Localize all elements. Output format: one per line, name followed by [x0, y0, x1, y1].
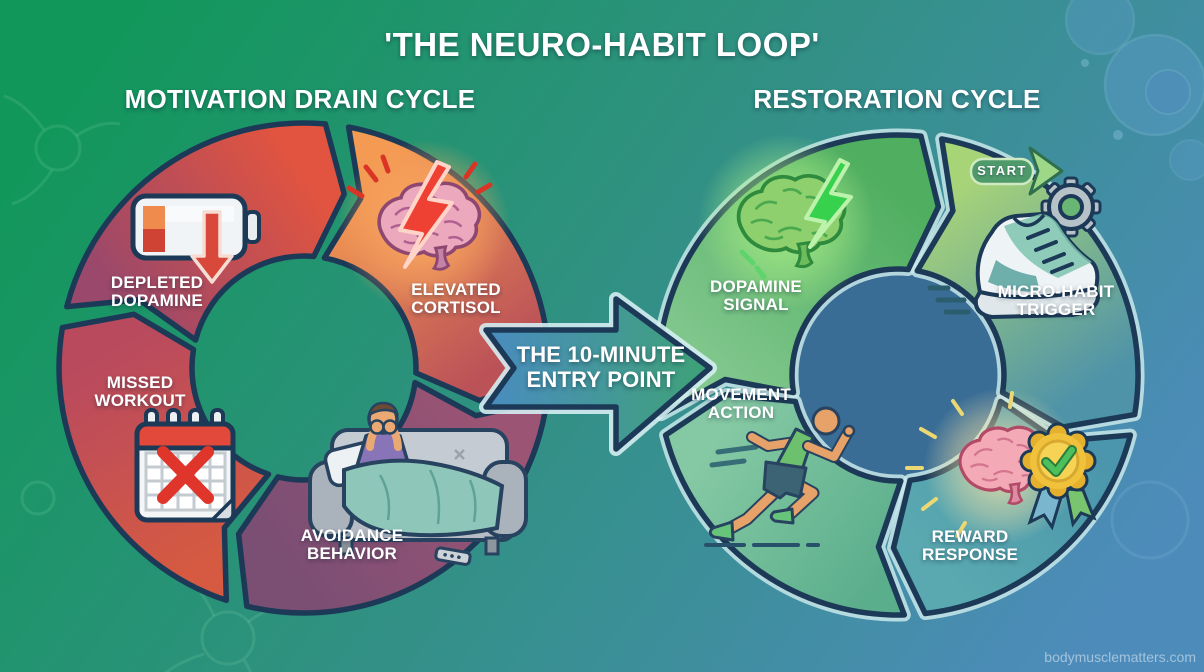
- couch-avoidance-icon: [308, 401, 528, 566]
- sneaker-gear-icon: [927, 146, 1102, 320]
- gear-icon: [1040, 176, 1102, 238]
- label-line: ELEVATED: [411, 280, 501, 299]
- watermark: bodymusclematters.com: [1044, 649, 1196, 665]
- label-line: DEPLETED: [110, 273, 204, 292]
- label-line: REWARD: [931, 527, 1009, 546]
- entry-point-label: THE 10-MINUTE ENTRY POINT: [517, 342, 686, 392]
- start-banner-label: START: [977, 163, 1027, 178]
- restoration-cycle-heading: RESTORATION CYCLE: [753, 84, 1041, 114]
- label-line: SIGNAL: [723, 295, 789, 314]
- label-line: MOVEMENT: [691, 385, 791, 404]
- entry-point-line: THE 10-MINUTE: [516, 342, 686, 367]
- label-line: TRIGGER: [1016, 300, 1096, 319]
- low-battery-icon: [130, 193, 261, 284]
- stressed-brain-icon: [338, 140, 510, 312]
- runner-icon: [704, 406, 856, 547]
- reward-medal-brain-icon: [905, 388, 1097, 544]
- page-title: 'THE NEURO-HABIT LOOP': [384, 26, 820, 63]
- entry-point-line: ENTRY POINT: [526, 367, 676, 392]
- label-missed-workout: MISSED WORKOUT: [94, 374, 185, 410]
- label-line: CORTISOL: [411, 298, 501, 317]
- label-movement-action: MOVEMENT ACTION: [691, 386, 791, 422]
- label-dopamine-signal: DOPAMINE SIGNAL: [710, 278, 802, 314]
- label-line: DOPAMINE: [710, 277, 802, 296]
- label-line: ACTION: [707, 403, 775, 422]
- label-micro-habit-trigger: MICRO-HABIT TRIGGER: [998, 283, 1114, 319]
- label-reward-response: REWARD RESPONSE: [922, 528, 1018, 564]
- label-line: WORKOUT: [94, 391, 186, 410]
- cell-decor-icon: [1064, 0, 1204, 560]
- label-line: AVOIDANCE: [300, 526, 404, 545]
- label-avoidance-behavior: AVOIDANCE BEHAVIOR: [301, 527, 404, 563]
- label-line: DOPAMINE: [111, 291, 203, 310]
- dopamine-brain-icon: [698, 134, 874, 310]
- label-line: MISSED: [106, 373, 174, 392]
- start-arrow-banner: [969, 146, 1064, 196]
- sneaker-icon: [927, 211, 1101, 320]
- medal-check-icon: [1019, 422, 1097, 531]
- motivation-cycle-heading: MOTIVATION DRAIN CYCLE: [124, 84, 476, 114]
- label-elevated-cortisol: ELEVATED CORTISOL: [411, 281, 501, 317]
- label-line: BEHAVIOR: [306, 544, 398, 563]
- label-depleted-dopamine: DEPLETED DOPAMINE: [111, 274, 203, 310]
- missed-calendar-icon: [134, 408, 236, 523]
- label-line: RESPONSE: [921, 545, 1019, 564]
- label-line: MICRO-HABIT: [997, 282, 1115, 301]
- entry-point-arrow: [479, 292, 717, 456]
